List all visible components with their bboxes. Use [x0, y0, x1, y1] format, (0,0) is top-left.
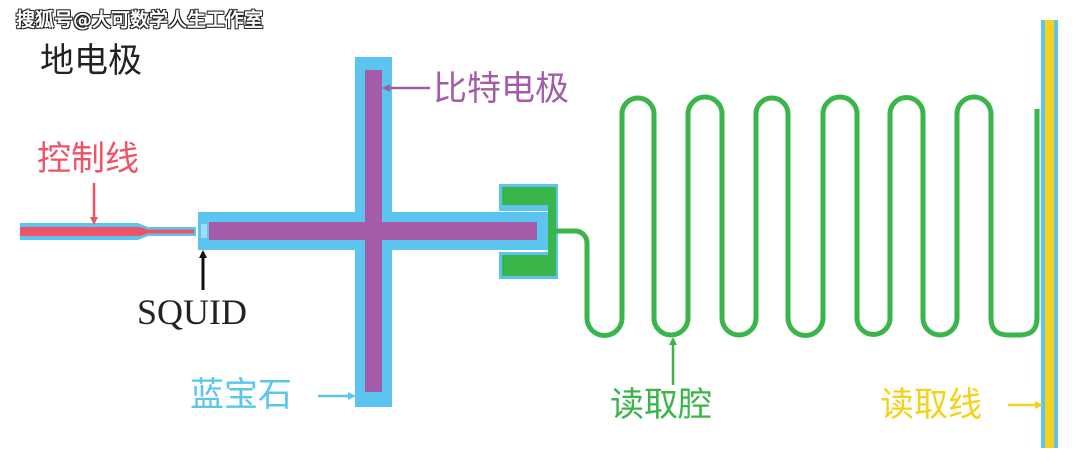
readout-line [1041, 20, 1058, 448]
squid-junction [201, 224, 207, 238]
sapphire-label: 蓝宝石 [190, 375, 292, 415]
bit-electrode-label: 比特电极 [433, 69, 569, 109]
watermark: 搜狐号@大可数学人生工作室 [16, 9, 264, 31]
readout-cavity-label: 读取腔 [610, 385, 712, 425]
control-line [20, 223, 196, 240]
bit-electrode [198, 57, 555, 407]
coupler [499, 184, 558, 279]
ground-electrode-label: 地电极 [40, 41, 142, 81]
readout-cavity-meander [556, 94, 1040, 338]
readout-line-label: 读取线 [880, 385, 982, 425]
squid-label: SQUID [137, 292, 248, 332]
control-line-label: 控制线 [37, 139, 139, 179]
